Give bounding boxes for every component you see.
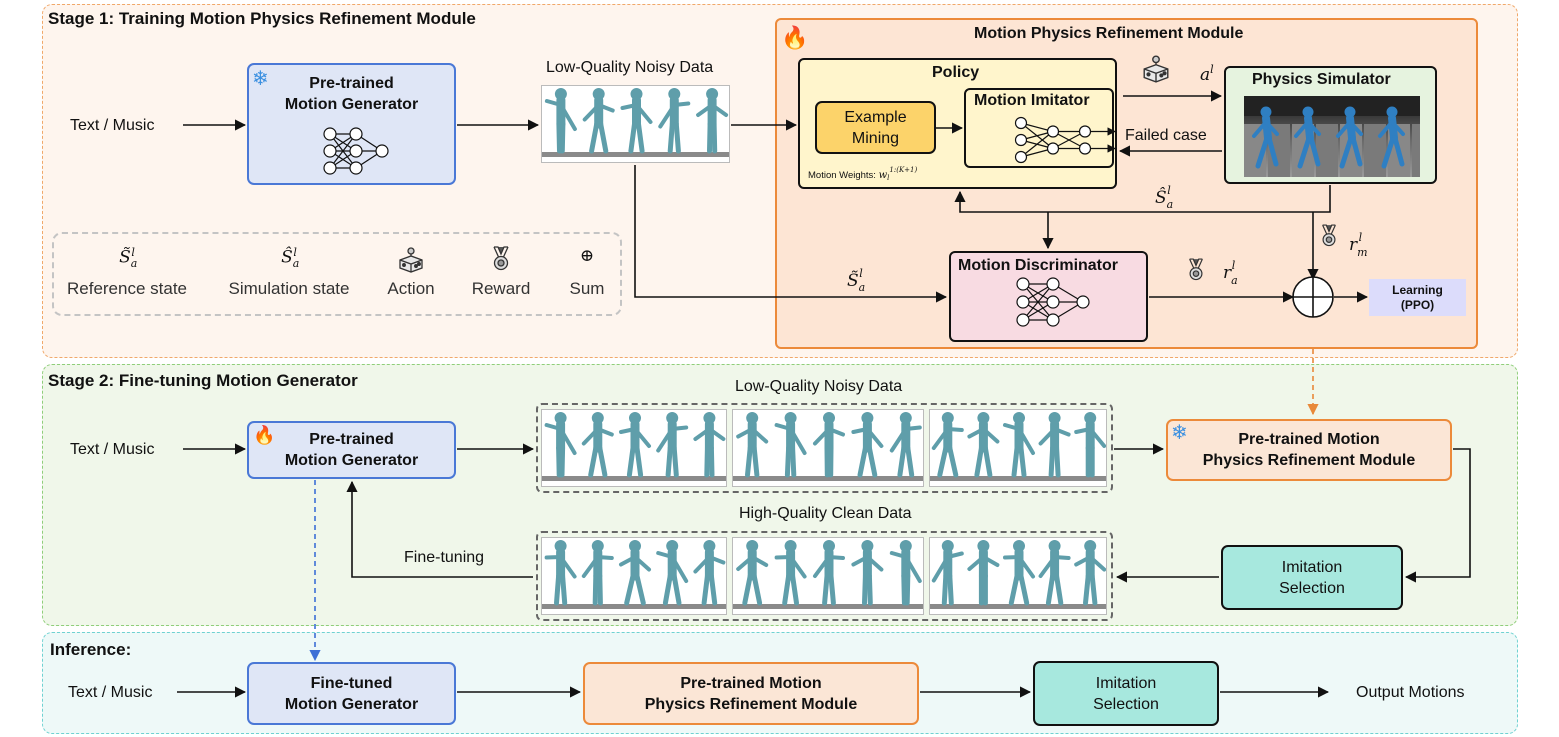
stage2-generator-line2: Motion Generator [284,452,419,469]
motion-discriminator-title: Motion Discriminator [958,257,1119,274]
clean-strip-3 [929,537,1107,615]
snowflake-icon: ❄ [252,68,269,90]
motion-discriminator-box [949,251,1148,342]
inference-imitation-line1: Imitation [1095,674,1157,692]
stage2-imitation-line2: Selection [1279,579,1345,597]
inference-mprm-box: Pre-trained Motion Physics Refinement Mo… [583,662,919,725]
inference-title: Inference: [50,640,132,659]
stage2-fire-icon: 🔥 [253,425,276,445]
noisy-strip-3 [929,409,1107,487]
joystick-icon [331,246,491,274]
discriminator-network-icon [1016,277,1090,327]
stage2-title: Stage 2: Fine-tuning Motion Generator [48,371,358,390]
inference-finetuned-generator: Fine-tuned Motion Generator [247,662,456,725]
stage2-noisy-data-group [536,403,1113,493]
legend-item: Reward [421,246,581,299]
ra-medal-icon [1189,258,1203,281]
physics-simulator-title: Physics Simulator [1252,71,1391,88]
stage2-imitation-selection: Imitation Selection [1221,545,1403,610]
generator-line2: Motion Generator [284,96,419,113]
stage2-mprm-line1: Pre-trained Motion [1238,431,1380,448]
clean-strip-2 [732,537,924,615]
stage2-clean-data-label: High-Quality Clean Data [739,505,912,522]
clean-strip-1 [541,537,727,615]
inference-generator-line2: Motion Generator [284,695,419,713]
generator-line1: Pre-trained [309,75,394,92]
rm-symbol: rml [1349,231,1368,259]
finetuning-label: Fine-tuning [404,549,485,566]
inference-input-label: Text / Music [68,684,153,701]
motion-imitator-title: Motion Imitator [974,92,1090,109]
legend-label: Reward [471,279,531,298]
stage1-title: Stage 1: Training Motion Physics Refinem… [48,9,476,28]
action-joystick-icon [1143,55,1169,83]
inference-mprm-line1: Pre-trained Motion [680,674,822,692]
learning-ppo-box: Learning (PPO) [1369,279,1466,316]
stage2-mprm-line2: Physics Refinement Module [1202,452,1416,469]
imitator-network-icon [1014,116,1116,164]
policy-title: Policy [932,64,980,81]
legend-box [52,232,622,316]
generator-network-icon [323,127,389,175]
inference-mprm-line2: Physics Refinement Module [644,695,858,713]
example-mining-line1: Example [844,108,907,126]
noisy-strip-1 [541,409,727,487]
legend-label: Simulation state [228,279,350,298]
mprm-title: Motion Physics Refinement Module [974,25,1244,42]
inference-imitation-line2: Selection [1093,695,1159,713]
arrow-reference-to-discriminator [634,165,948,303]
arrow-s2-mprm-to-imitation [1404,448,1471,583]
inference-imitation-selection: Imitation Selection [1033,661,1219,726]
inference-generator-line1: Fine-tuned [310,674,393,692]
stage2-pretrained-generator: Pre-trained Motion Generator [247,421,456,479]
fire-icon: 🔥 [781,25,809,50]
action-symbol: al [1200,63,1214,85]
hat-s-symbol: Ŝal [281,246,300,271]
stage2-mprm-box: Pre-trained Motion Physics Refinement Mo… [1166,419,1452,481]
ref-state-symbol: S̃al [847,267,865,294]
tilde-s-symbol: S̃al [119,246,138,271]
stage2-snowflake-icon: ❄ [1171,422,1188,444]
stage1-noisy-motion-strip [541,85,730,163]
noisy-strip-2 [732,409,924,487]
stage1-noisy-data-label: Low-Quality Noisy Data [546,59,714,76]
motion-weights-label: Motion Weights: [808,170,876,181]
sum-icon: ⊕ [579,246,595,266]
output-motions-label: Output Motions [1356,684,1465,701]
legend-label: Action [387,279,435,298]
arrow-sim-state-to-policy [954,185,1331,213]
motion-weights-text: Motion Weights: wl1:(K+1) [808,166,918,182]
legend-label: Sum [569,279,605,298]
legend-item: ⊕ Sum [507,246,667,299]
legend-label: Reference state [66,279,187,298]
simulator-render-image [1244,96,1420,177]
learning-line2: (PPO) [1400,297,1435,312]
example-mining-line2: Mining [851,129,900,147]
arrow-finetuning [346,480,533,578]
stage2-generator-line1: Pre-trained [309,431,394,448]
sum-node [1292,276,1334,318]
sim-state-symbol: Ŝal [1155,184,1173,211]
stage2-noisy-data-label: Low-Quality Noisy Data [735,378,903,395]
stage2-clean-data-group [536,531,1113,621]
medal-icon [421,246,581,274]
example-mining-box: Example Mining [815,101,936,154]
ra-symbol: ral [1223,259,1238,287]
learning-line1: Learning [1392,282,1443,297]
rm-medal-icon [1322,224,1336,247]
failed-case-label: Failed case [1125,127,1207,144]
stage1-input-label: Text / Music [70,117,155,134]
legend-item: Action [331,246,491,299]
stage2-imitation-line1: Imitation [1281,558,1343,576]
stage2-input-label: Text / Music [70,441,155,458]
